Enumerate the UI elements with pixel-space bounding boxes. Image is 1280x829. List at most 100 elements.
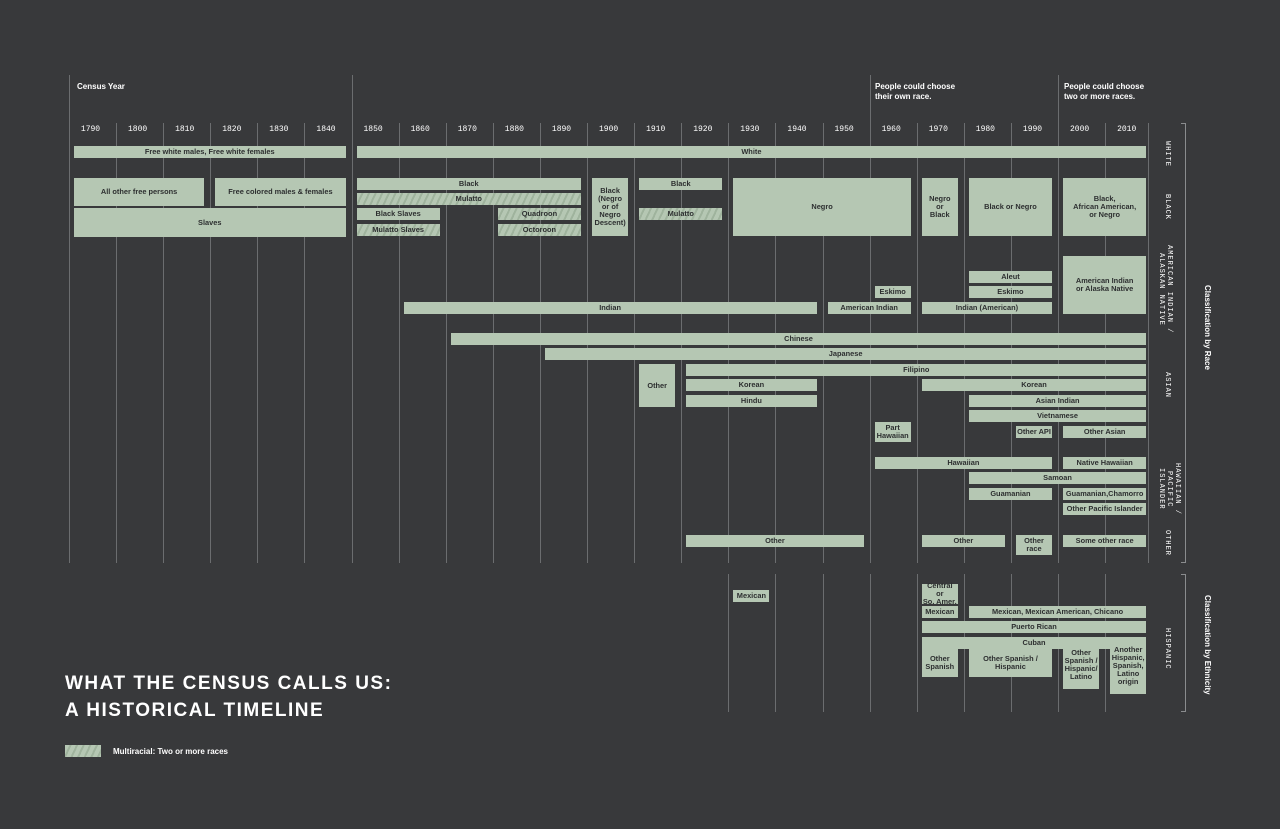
- bar-black: Black: [639, 178, 723, 190]
- year-tick-label: 1920: [693, 125, 713, 134]
- bar-korean: Korean: [921, 379, 1147, 391]
- bar-mexican: Mexican: [921, 606, 958, 618]
- bar-part-hawaiian: Part Hawaiian: [874, 422, 911, 442]
- bar-guamanian: Guamanian: [968, 488, 1053, 500]
- classification-ethnicity-label: Classification by Ethnicity: [1203, 595, 1212, 695]
- year-tick-label: 1880: [504, 125, 524, 134]
- grid-line: [257, 123, 259, 563]
- bar-black-or-negro: Black or Negro: [968, 178, 1053, 236]
- bar-black-negro-or-of-negro-descent: Black (Negro or of Negro Descent): [592, 178, 629, 236]
- year-tick-label: 2010: [1117, 125, 1137, 134]
- bar-native-hawaiian: Native Hawaiian: [1063, 457, 1147, 469]
- year-tick-label: 1820: [222, 125, 242, 134]
- choose-two-races-note: People could choose two or more races.: [1064, 82, 1145, 101]
- bar-vietnamese: Vietnamese: [968, 410, 1147, 422]
- group-label-hawaiian-pacific-islander: HAWAIIAN / PACIFIC ISLANDER: [1157, 463, 1181, 516]
- bar-central-or-so-amer: Central or So. Amer.: [921, 581, 958, 606]
- bar-mulatto-slaves: Mulatto Slaves: [356, 224, 440, 236]
- bar-other: Other: [639, 364, 676, 407]
- bar-negro-or-black: Negro or Black: [921, 178, 958, 236]
- group-label-black: BLACK: [1163, 194, 1171, 221]
- multiracial-legend-label: Multiracial: Two or more races: [113, 747, 228, 756]
- bar-free-white-males-free-white-females: Free white males, Free white females: [73, 146, 346, 158]
- bar-other-pacific-islander: Other Pacific Islander: [1063, 503, 1147, 515]
- bar-free-colored-males-females: Free colored males & females: [215, 178, 346, 206]
- year-tick-label: 1900: [598, 125, 619, 134]
- bar-all-other-free-persons: All other free persons: [73, 178, 205, 206]
- bar-other: Other: [921, 535, 1005, 547]
- bar-american-indian-or-alaska-native: American Indian or Alaska Native: [1063, 256, 1147, 314]
- bar-quadroon: Quadroon: [497, 208, 582, 220]
- grid-line: [116, 123, 118, 563]
- bar-some-other-race: Some other race: [1063, 535, 1147, 547]
- grid-line: [1058, 75, 1060, 563]
- year-tick-label: 1970: [928, 125, 948, 134]
- bar-negro: Negro: [733, 178, 911, 236]
- bar-other: Other: [686, 535, 864, 547]
- year-tick-label: 1870: [457, 125, 477, 134]
- bar-american-indian: American Indian: [827, 302, 911, 314]
- bar-chinese: Chinese: [450, 333, 1147, 345]
- year-tick-label: 1860: [410, 125, 430, 134]
- bar-japanese: Japanese: [544, 348, 1147, 360]
- bar-filipino: Filipino: [686, 364, 1147, 376]
- race-brace: [1181, 123, 1186, 563]
- page-title: WHAT THE CENSUS CALLS US: A HISTORICAL T…: [65, 673, 393, 721]
- grid-line: [445, 123, 447, 563]
- bar-other-spanish: Other Spanish: [921, 649, 958, 677]
- bar-black-african-american-or-negro: Black, African American, or Negro: [1063, 178, 1147, 236]
- year-tick-label: 1790: [80, 125, 101, 134]
- bar-korean: Korean: [686, 379, 817, 391]
- year-tick-label: 1800: [127, 125, 148, 134]
- group-label-american-indian-alaskan-native: AMERICAN INDIAN / ALASKAN NATIVE: [1157, 245, 1173, 334]
- bar-octoroon: Octoroon: [497, 224, 582, 236]
- choose-own-race-note: People could choose their own race.: [875, 82, 956, 101]
- bar-asian-indian: Asian Indian: [968, 395, 1147, 407]
- group-label-hispanic: HISPANIC: [1163, 628, 1171, 670]
- year-tick-label: 1910: [646, 125, 666, 134]
- grid-line: [1148, 123, 1150, 563]
- year-tick-label: 1840: [316, 125, 336, 134]
- classification-race-label: Classification by Race: [1203, 285, 1212, 370]
- bar-eskimo: Eskimo: [968, 286, 1053, 298]
- bar-other-asian: Other Asian: [1063, 426, 1147, 438]
- bar-aleut: Aleut: [968, 271, 1053, 283]
- bar-slaves: Slaves: [73, 208, 346, 237]
- bar-hawaiian: Hawaiian: [874, 457, 1053, 469]
- bar-indian: Indian: [403, 302, 817, 314]
- bar-samoan: Samoan: [968, 472, 1147, 484]
- bar-mexican-mexican-american-chicano: Mexican, Mexican American, Chicano: [968, 606, 1147, 618]
- grid-line: [869, 75, 871, 563]
- bar-guamanian-chamorro: Guamanian,Chamorro: [1063, 488, 1147, 500]
- grid-line: [351, 75, 353, 563]
- year-tick-label: 1990: [1022, 125, 1043, 134]
- bar-other-spanish-hispanic-latino: Other Spanish / Hispanic/ Latino: [1063, 641, 1100, 689]
- year-tick-label: 1950: [834, 125, 854, 134]
- bar-eskimo: Eskimo: [874, 286, 911, 298]
- year-tick-label: 1810: [175, 125, 195, 134]
- bar-hindu: Hindu: [686, 395, 817, 407]
- grid-line: [163, 123, 165, 563]
- bar-black-slaves: Black Slaves: [356, 208, 440, 220]
- grid-line: [68, 75, 70, 563]
- bar-other-api: Other API: [1015, 426, 1053, 438]
- year-tick-label: 1960: [881, 125, 901, 134]
- year-tick-label: 1850: [363, 125, 383, 134]
- group-label-other: OTHER: [1163, 530, 1171, 557]
- bar-puerto-rican: Puerto Rican: [921, 621, 1147, 633]
- ethnicity-brace: [1181, 574, 1186, 712]
- grid-line: [728, 574, 730, 712]
- census-year-label: Census Year: [77, 82, 125, 91]
- bar-black: Black: [356, 178, 582, 190]
- year-tick-label: 1940: [787, 125, 807, 134]
- multiracial-legend-swatch: [65, 745, 101, 757]
- grid-line: [210, 123, 212, 563]
- year-tick-label: 1930: [740, 125, 760, 134]
- bar-other-race: Other race: [1015, 535, 1053, 555]
- year-tick-label: 2000: [1069, 125, 1090, 134]
- bar-another-hispanic-spanish-latino-origin: Another Hispanic, Spanish, Latino origin: [1110, 637, 1147, 694]
- year-tick-label: 1980: [975, 125, 995, 134]
- grid-line: [916, 574, 918, 712]
- grid-line: [398, 123, 400, 563]
- bar-indian-american: Indian (American): [921, 302, 1053, 314]
